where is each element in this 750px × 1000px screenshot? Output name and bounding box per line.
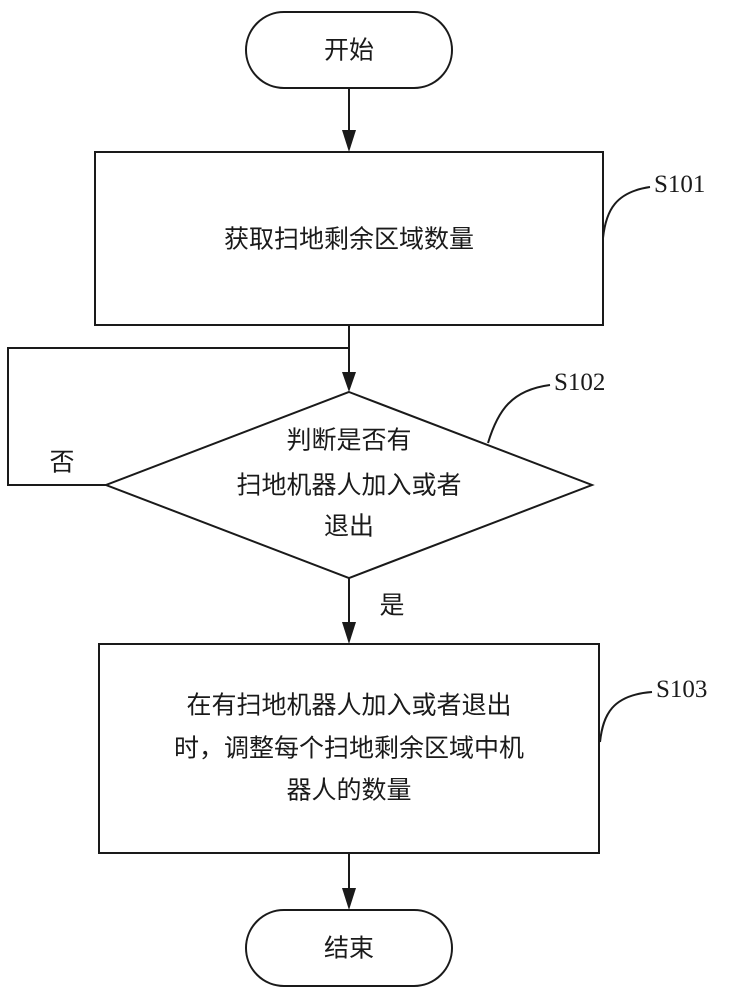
s103-node: 在有扫地机器人加入或者退出 时，调整每个扫地剩余区域中机 器人的数量 [98,643,600,854]
s103-line-3: 器人的数量 [286,776,411,805]
s102-node: 判断是否有 扫地机器人加入或者 退出 [103,390,595,580]
s103-line-2: 时，调整每个扫地剩余区域中机 [174,734,524,763]
s102-leader-line [487,384,551,444]
end-node: 结束 [245,909,453,987]
s102-line-3: 退出 [324,512,374,541]
s101-leader-line [602,186,651,239]
yes-label: 是 [379,591,404,620]
s102-line-2: 扫地机器人加入或者 [236,471,461,500]
arrow-start-to-s101 [342,88,356,152]
arrow-s103-to-end [342,853,356,910]
s103-leader-line [599,691,653,743]
s101-node: 获取扫地剩余区域数量 [94,151,604,326]
s101-step-tag: S101 [602,171,705,239]
s102-line-1: 判断是否有 [286,426,411,455]
arrow-s101-to-s102 [342,325,356,392]
s103-step-tag: S103 [599,676,707,743]
end-label: 结束 [324,934,374,963]
no-label: 否 [49,448,74,477]
s102-step-tag: S102 [487,369,605,444]
s102-step-label: S102 [554,369,605,396]
arrow-s102-to-s103: 是 [342,578,405,644]
no-loop-path: 否 [7,347,349,486]
s103-line-1: 在有扫地机器人加入或者退出 [186,691,511,720]
s101-step-label: S101 [654,171,705,198]
start-node: 开始 [245,11,453,89]
s101-label: 获取扫地剩余区域数量 [224,225,474,254]
s103-step-label: S103 [656,676,707,703]
start-label: 开始 [324,36,374,65]
